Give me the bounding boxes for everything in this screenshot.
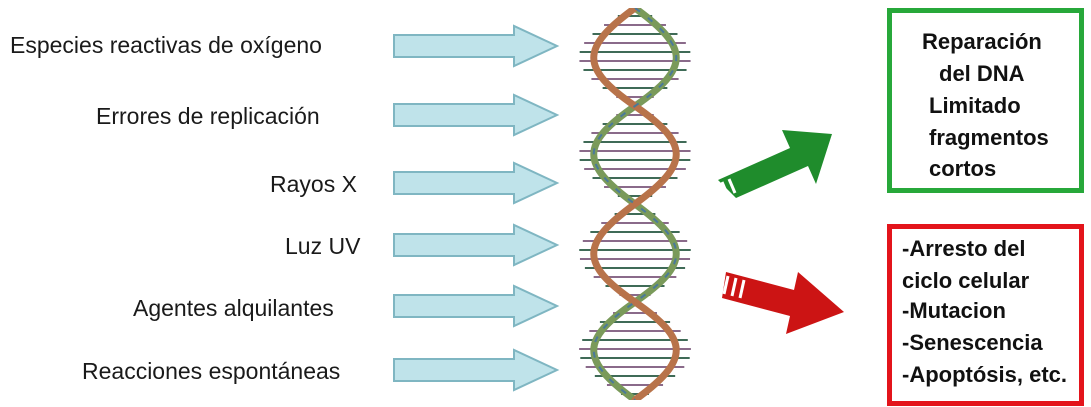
damage-outcome-line: -Senescencia xyxy=(902,330,1043,356)
damage-outcome-box: -Arresto del ciclo celular -Mutacion -Se… xyxy=(887,224,1084,406)
cause-arrow xyxy=(392,161,560,205)
damage-outcome-line: -Arresto del xyxy=(902,236,1025,262)
damage-outcome-line: ciclo celular xyxy=(902,268,1029,294)
cause-label-replication-errors: Errores de replicación xyxy=(96,103,320,130)
cause-arrow xyxy=(392,24,560,68)
repair-outcome-line: Limitado xyxy=(929,93,1021,119)
cause-arrow xyxy=(392,348,560,392)
repair-outcome-line: del DNA xyxy=(939,61,1025,87)
cause-label-xrays: Rayos X xyxy=(270,171,357,198)
repair-outcome-line: fragmentos xyxy=(929,125,1049,151)
damage-outcome-arrow xyxy=(720,232,850,342)
dna-helix-illustration xyxy=(560,8,710,400)
cause-arrow xyxy=(392,93,560,137)
cause-label-uv-light: Luz UV xyxy=(285,233,360,260)
cause-label-ros: Especies reactivas de oxígeno xyxy=(10,32,322,59)
cause-arrow xyxy=(392,284,560,328)
damage-outcome-line: -Apoptósis, etc. xyxy=(902,362,1067,388)
cause-arrow xyxy=(392,223,560,267)
damage-outcome-line: -Mutacion xyxy=(902,298,1006,324)
repair-outcome-line: cortos xyxy=(929,156,996,182)
repair-outcome-line: Reparación xyxy=(922,29,1042,55)
repair-outcome-box: Reparación del DNA Limitado fragmentos c… xyxy=(887,8,1084,193)
cause-label-spontaneous-reactions: Reacciones espontáneas xyxy=(82,358,340,385)
repair-outcome-arrow xyxy=(712,112,837,212)
cause-label-alkylating-agents: Agentes alquilantes xyxy=(133,295,334,322)
